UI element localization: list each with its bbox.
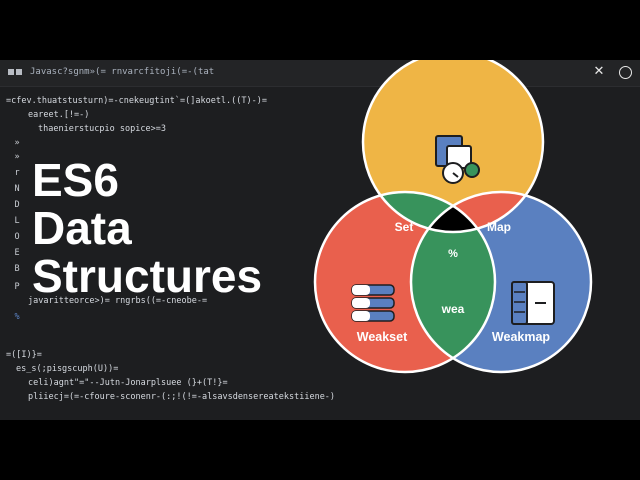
gutter-mark: » bbox=[14, 152, 20, 162]
weakmap-label: Weakmap bbox=[492, 330, 550, 344]
code-line: thaenierstucpio sopice>=3 bbox=[38, 124, 166, 134]
page-title-line-1: ES6 bbox=[32, 154, 119, 206]
gutter-mark: % bbox=[14, 312, 20, 322]
gutter-mark: » bbox=[14, 138, 20, 148]
gutter-mark: O bbox=[14, 232, 20, 242]
editor-window: Javasc?sgnm»(= rnvarcfitoji(=-(tat ✕ =cf… bbox=[0, 60, 640, 420]
gutter-mark: L bbox=[14, 216, 20, 226]
gutter-mark: B bbox=[14, 264, 20, 274]
code-line: es_s(;pisgscuph(U))= bbox=[16, 364, 119, 374]
window-grid-icon[interactable] bbox=[8, 69, 22, 75]
set-icon bbox=[435, 135, 480, 184]
gutter-mark: D bbox=[14, 200, 20, 210]
page-title-line-2: Data bbox=[32, 202, 132, 254]
gutter-mark: E bbox=[14, 248, 20, 258]
title-bar: Javasc?sgnm»(= rnvarcfitoji(=-(tat ✕ bbox=[0, 60, 640, 87]
code-line: pliiecj=(=-cfoure-sconenr-(:;!(!=-alsavs… bbox=[28, 392, 336, 402]
weakmap-icon bbox=[511, 281, 555, 325]
code-line: celi)agnt"="--Jutn-Jonarplsuee (}+(T!}= bbox=[28, 378, 228, 388]
page-title-line-3: Structures bbox=[32, 250, 263, 302]
code-line: =cfev.thuatstusturn)=-cnekeugtint`=(]ako… bbox=[6, 96, 267, 106]
center-label: % bbox=[448, 248, 458, 260]
set-circle-outline bbox=[361, 60, 545, 234]
weak-overlap-label: wea bbox=[441, 302, 465, 316]
weakset-circle-outline bbox=[313, 190, 497, 374]
gutter-mark: r bbox=[14, 168, 20, 178]
venn-diagram: Set Map % Weakset wea Weakmap bbox=[313, 60, 593, 374]
tab-title[interactable]: Javasc?sgnm»(= rnvarcfitoji(=-(tat bbox=[30, 67, 215, 77]
weakset-label: Weakset bbox=[357, 330, 408, 344]
weakmap-circle-outline bbox=[409, 190, 593, 374]
code-line: javaritteorce>)= rngrbs((=-cneobe-= bbox=[28, 296, 208, 306]
code-line: eareet.[!=-) bbox=[28, 110, 90, 120]
weakset-icon bbox=[351, 284, 395, 322]
weak-overlap bbox=[411, 192, 495, 372]
map-label: Map bbox=[487, 220, 511, 234]
gutter-mark: N bbox=[14, 184, 20, 194]
code-line: =([I)}= bbox=[6, 350, 42, 360]
set-label: Set bbox=[395, 220, 414, 234]
close-icon[interactable]: ✕ bbox=[593, 64, 605, 79]
circle-button-icon[interactable] bbox=[619, 66, 632, 79]
gutter-mark: P bbox=[14, 282, 20, 292]
